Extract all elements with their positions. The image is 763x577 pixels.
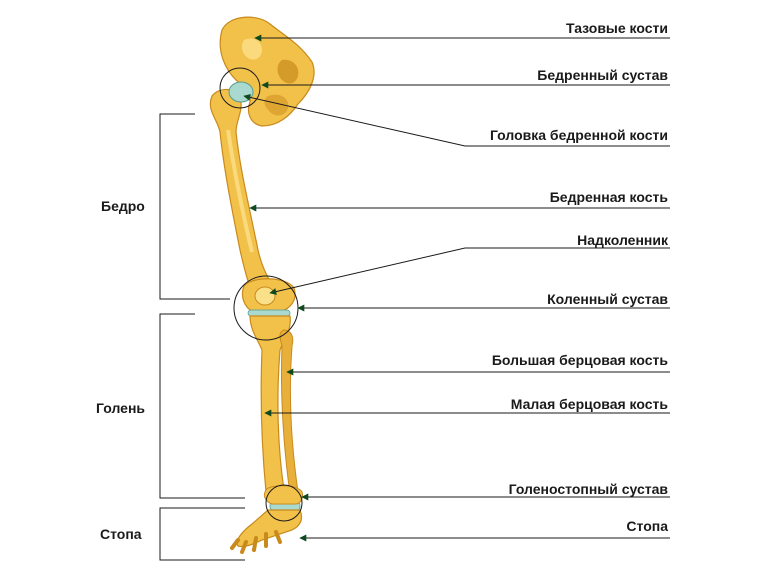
label-femur-head: Головка бедренной кости	[489, 127, 668, 143]
ankle-joint-circle	[265, 484, 303, 522]
label-femur: Бедренная кость	[549, 189, 668, 205]
region-foot: Стопа	[100, 526, 142, 542]
label-foot: Стопа	[626, 518, 668, 534]
leader-femur-head	[243, 93, 670, 147]
region-thigh: Бедро	[101, 198, 145, 214]
label-knee-joint: Коленный сустав	[547, 291, 668, 307]
label-ankle-joint: Голеностопный сустав	[508, 481, 668, 497]
label-hip-joint: Бедренный сустав	[537, 67, 668, 83]
region-shin: Голень	[96, 400, 145, 416]
femoral-head	[228, 81, 254, 103]
ankle-bones	[263, 485, 303, 511]
label-fibula: Малая берцовая кость	[510, 396, 668, 412]
fibula-bone	[279, 329, 299, 495]
bracket-thigh	[159, 113, 230, 300]
hip-joint-circle	[219, 67, 261, 109]
label-tibia: Большая берцовая кость	[491, 352, 668, 368]
foot-bones	[230, 509, 303, 554]
leader-patella	[269, 247, 670, 295]
bracket-foot	[159, 507, 245, 561]
bracket-shin	[159, 313, 245, 499]
label-pelvis: Тазовые кости	[566, 20, 668, 36]
pelvis-bone	[219, 16, 315, 127]
label-patella: Надколенник	[577, 232, 668, 248]
